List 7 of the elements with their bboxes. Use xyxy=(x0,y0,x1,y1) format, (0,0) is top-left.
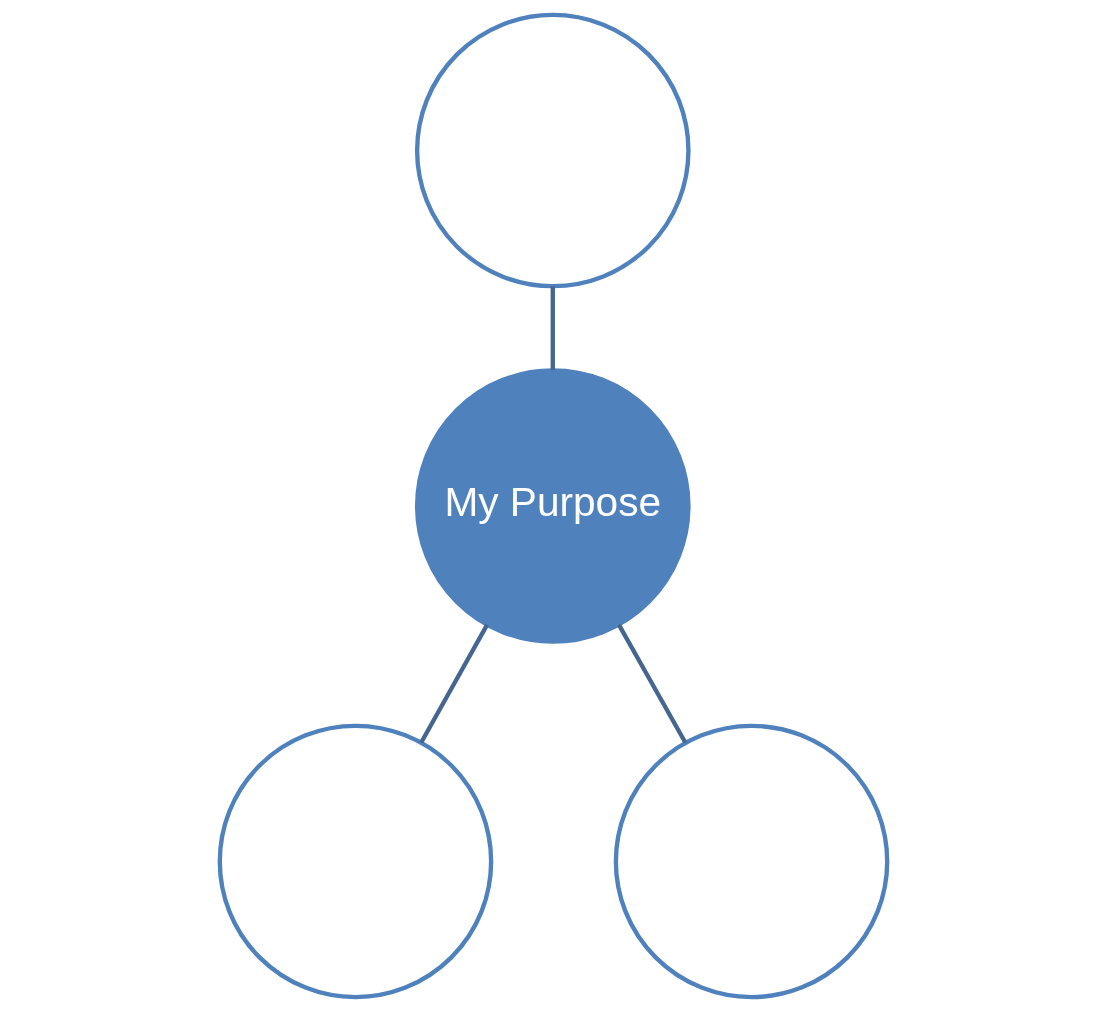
node-circle xyxy=(217,723,494,999)
node-circle: My Purpose xyxy=(414,367,691,644)
connector xyxy=(550,285,555,370)
connector xyxy=(419,623,489,744)
connector xyxy=(617,623,688,744)
node-circle xyxy=(414,12,691,288)
node-circle xyxy=(613,723,890,999)
